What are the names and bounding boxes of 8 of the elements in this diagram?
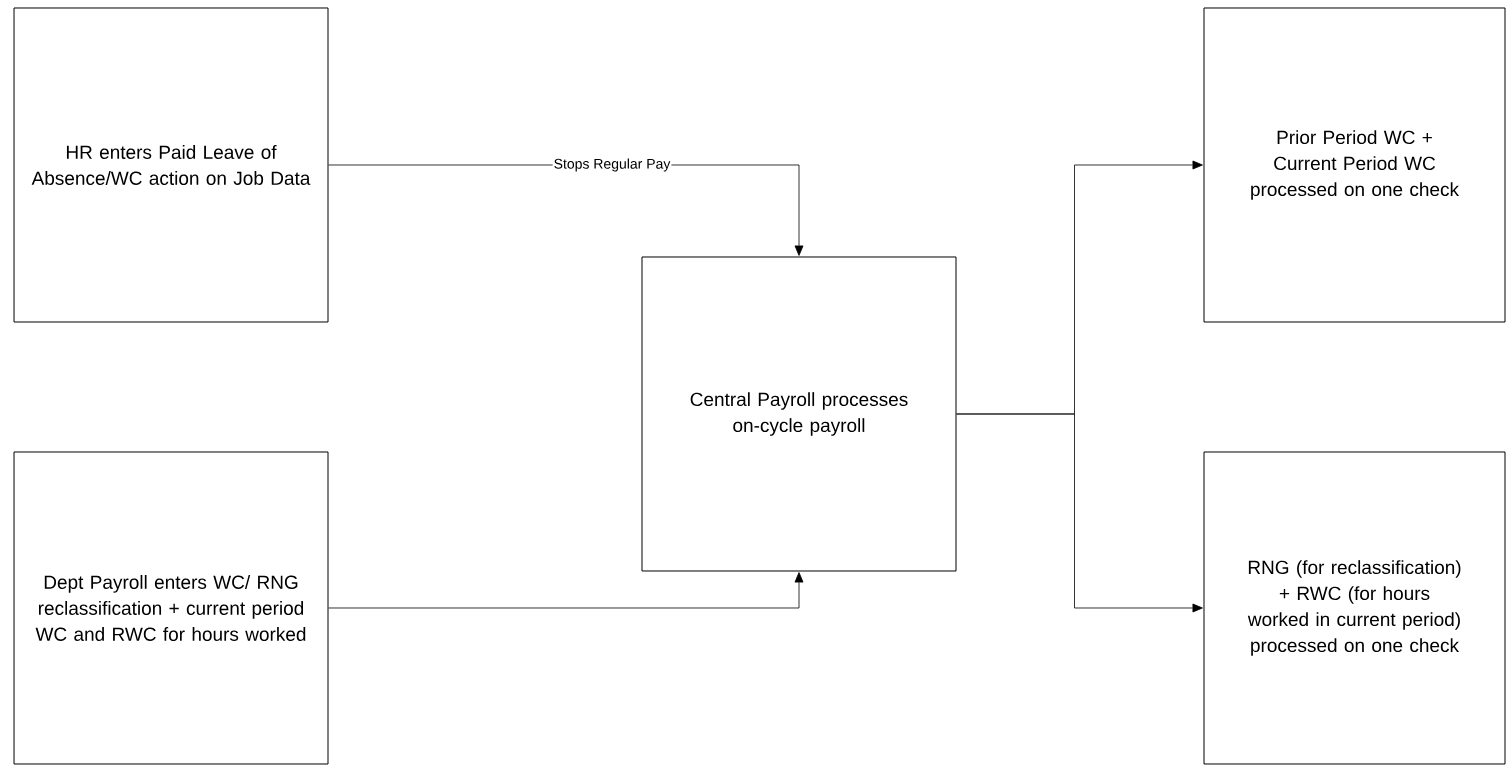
process-box: Dept Payroll enters WC/ RNG reclassification + current period WC and RWC for hours worked — [13, 451, 329, 765]
arrow — [956, 413, 1203, 613]
process-box: HR enters Paid Leave of Absence/WC action on Job Data — [13, 7, 329, 323]
edge-label: Stops Regular Pay — [552, 157, 672, 173]
process-box: Central Payroll processes on-cycle payroll — [641, 256, 957, 572]
process-box: RNG (for reclassification) + RWC (for hours worked in current period) processed on one check — [1203, 451, 1506, 765]
process-box: Prior Period WC + Current Period WC processed on one check — [1203, 7, 1506, 323]
arrow — [328, 572, 804, 609]
